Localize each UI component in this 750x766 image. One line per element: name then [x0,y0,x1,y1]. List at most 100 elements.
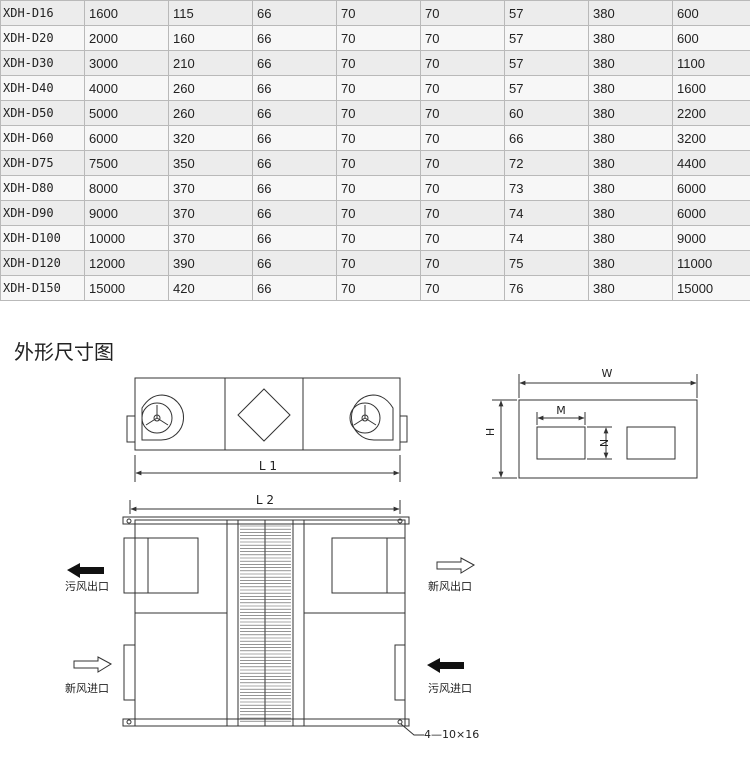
end-view-left-opening [536,426,586,460]
value-cell: 380 [588,275,673,301]
value-cell: 76 [504,275,589,301]
value-cell: 57 [504,75,589,101]
value-cell: 8000 [84,175,169,201]
heat-exchanger-diamond [237,388,291,442]
value-cell: 70 [420,25,505,51]
value-cell: 380 [588,50,673,76]
value-cell: 380 [588,150,673,176]
dim-n-label: N [597,439,610,447]
end-view-right-opening [626,426,676,460]
arrow-right-outline-icon [436,557,476,574]
value-cell: 380 [588,125,673,151]
exhaust-outlet-label: 污风出口 [65,579,109,593]
section-title: 外形尺寸图 [14,340,114,364]
mount-hole-icon [397,518,403,524]
mount-hole-icon [126,518,132,524]
value-cell: 15000 [672,275,750,301]
fan-right-icon [349,394,394,441]
model-cell: XDH-D30 [0,50,85,76]
value-cell: 6000 [672,175,750,201]
top-view-body [134,377,401,451]
value-cell: 73 [504,175,589,201]
value-cell: 75 [504,250,589,276]
value-cell: 380 [588,200,673,226]
fan-left-icon [141,394,184,441]
bottom-mounting-rail [122,718,410,727]
hole-spec-label: 4—10×16 [424,728,479,741]
value-cell: 57 [504,0,589,26]
dim-h-label: H [484,428,497,436]
value-cell: 380 [588,25,673,51]
value-cell: 160 [168,25,253,51]
end-view-body [518,399,698,479]
fresh-outlet-collar [386,537,406,594]
value-cell: 57 [504,50,589,76]
fresh-outlet-label: 新风出口 [428,579,472,593]
value-cell: 1100 [672,50,750,76]
exhaust-inlet-label: 污风进口 [428,682,472,695]
model-cell: XDH-D90 [0,200,85,226]
value-cell: 4000 [84,75,169,101]
value-cell: 210 [168,50,253,76]
value-cell: 600 [672,0,750,26]
value-cell: 370 [168,225,253,251]
value-cell: 66 [252,275,337,301]
value-cell: 380 [588,100,673,126]
top-view-right-flange [399,415,408,443]
model-cell: XDH-D16 [0,0,85,26]
value-cell: 70 [336,50,421,76]
value-cell: 66 [504,125,589,151]
arrow-left-solid-icon [67,563,104,578]
value-cell: 70 [336,225,421,251]
value-cell: 60 [504,100,589,126]
model-cell: XDH-D150 [0,275,85,301]
value-cell: 11000 [672,250,750,276]
value-cell: 70 [336,75,421,101]
plan-view [122,500,424,736]
value-cell: 15000 [84,275,169,301]
dim-m-label: M [556,404,566,417]
model-cell: XDH-D20 [0,25,85,51]
plan-view-body [134,519,406,727]
top-mounting-rail [122,516,410,525]
value-cell: 380 [588,175,673,201]
value-cell: 70 [420,0,505,26]
value-cell: 70 [420,225,505,251]
value-cell: 380 [588,75,673,101]
value-cell: 370 [168,200,253,226]
model-cell: XDH-D120 [0,250,85,276]
dim-l2-label: L 2 [256,493,274,507]
value-cell: 10000 [84,225,169,251]
model-cell: XDH-D75 [0,150,85,176]
value-cell: 2000 [84,25,169,51]
model-cell: XDH-D60 [0,125,85,151]
top-view-left-flange [126,415,136,443]
value-cell: 70 [420,275,505,301]
value-cell: 70 [420,75,505,101]
value-cell: 70 [336,0,421,26]
value-cell: 66 [252,25,337,51]
value-cell: 70 [336,250,421,276]
hole-spec-leader [400,723,424,736]
mount-hole-icon [126,719,132,725]
arrow-left-solid-icon [427,658,464,673]
value-cell: 70 [336,200,421,226]
value-cell: 1600 [672,75,750,101]
value-cell: 70 [336,150,421,176]
value-cell: 420 [168,275,253,301]
value-cell: 70 [420,200,505,226]
value-cell: 6000 [672,200,750,226]
value-cell: 3200 [672,125,750,151]
arrow-right-outline-icon [73,656,113,673]
value-cell: 66 [252,225,337,251]
